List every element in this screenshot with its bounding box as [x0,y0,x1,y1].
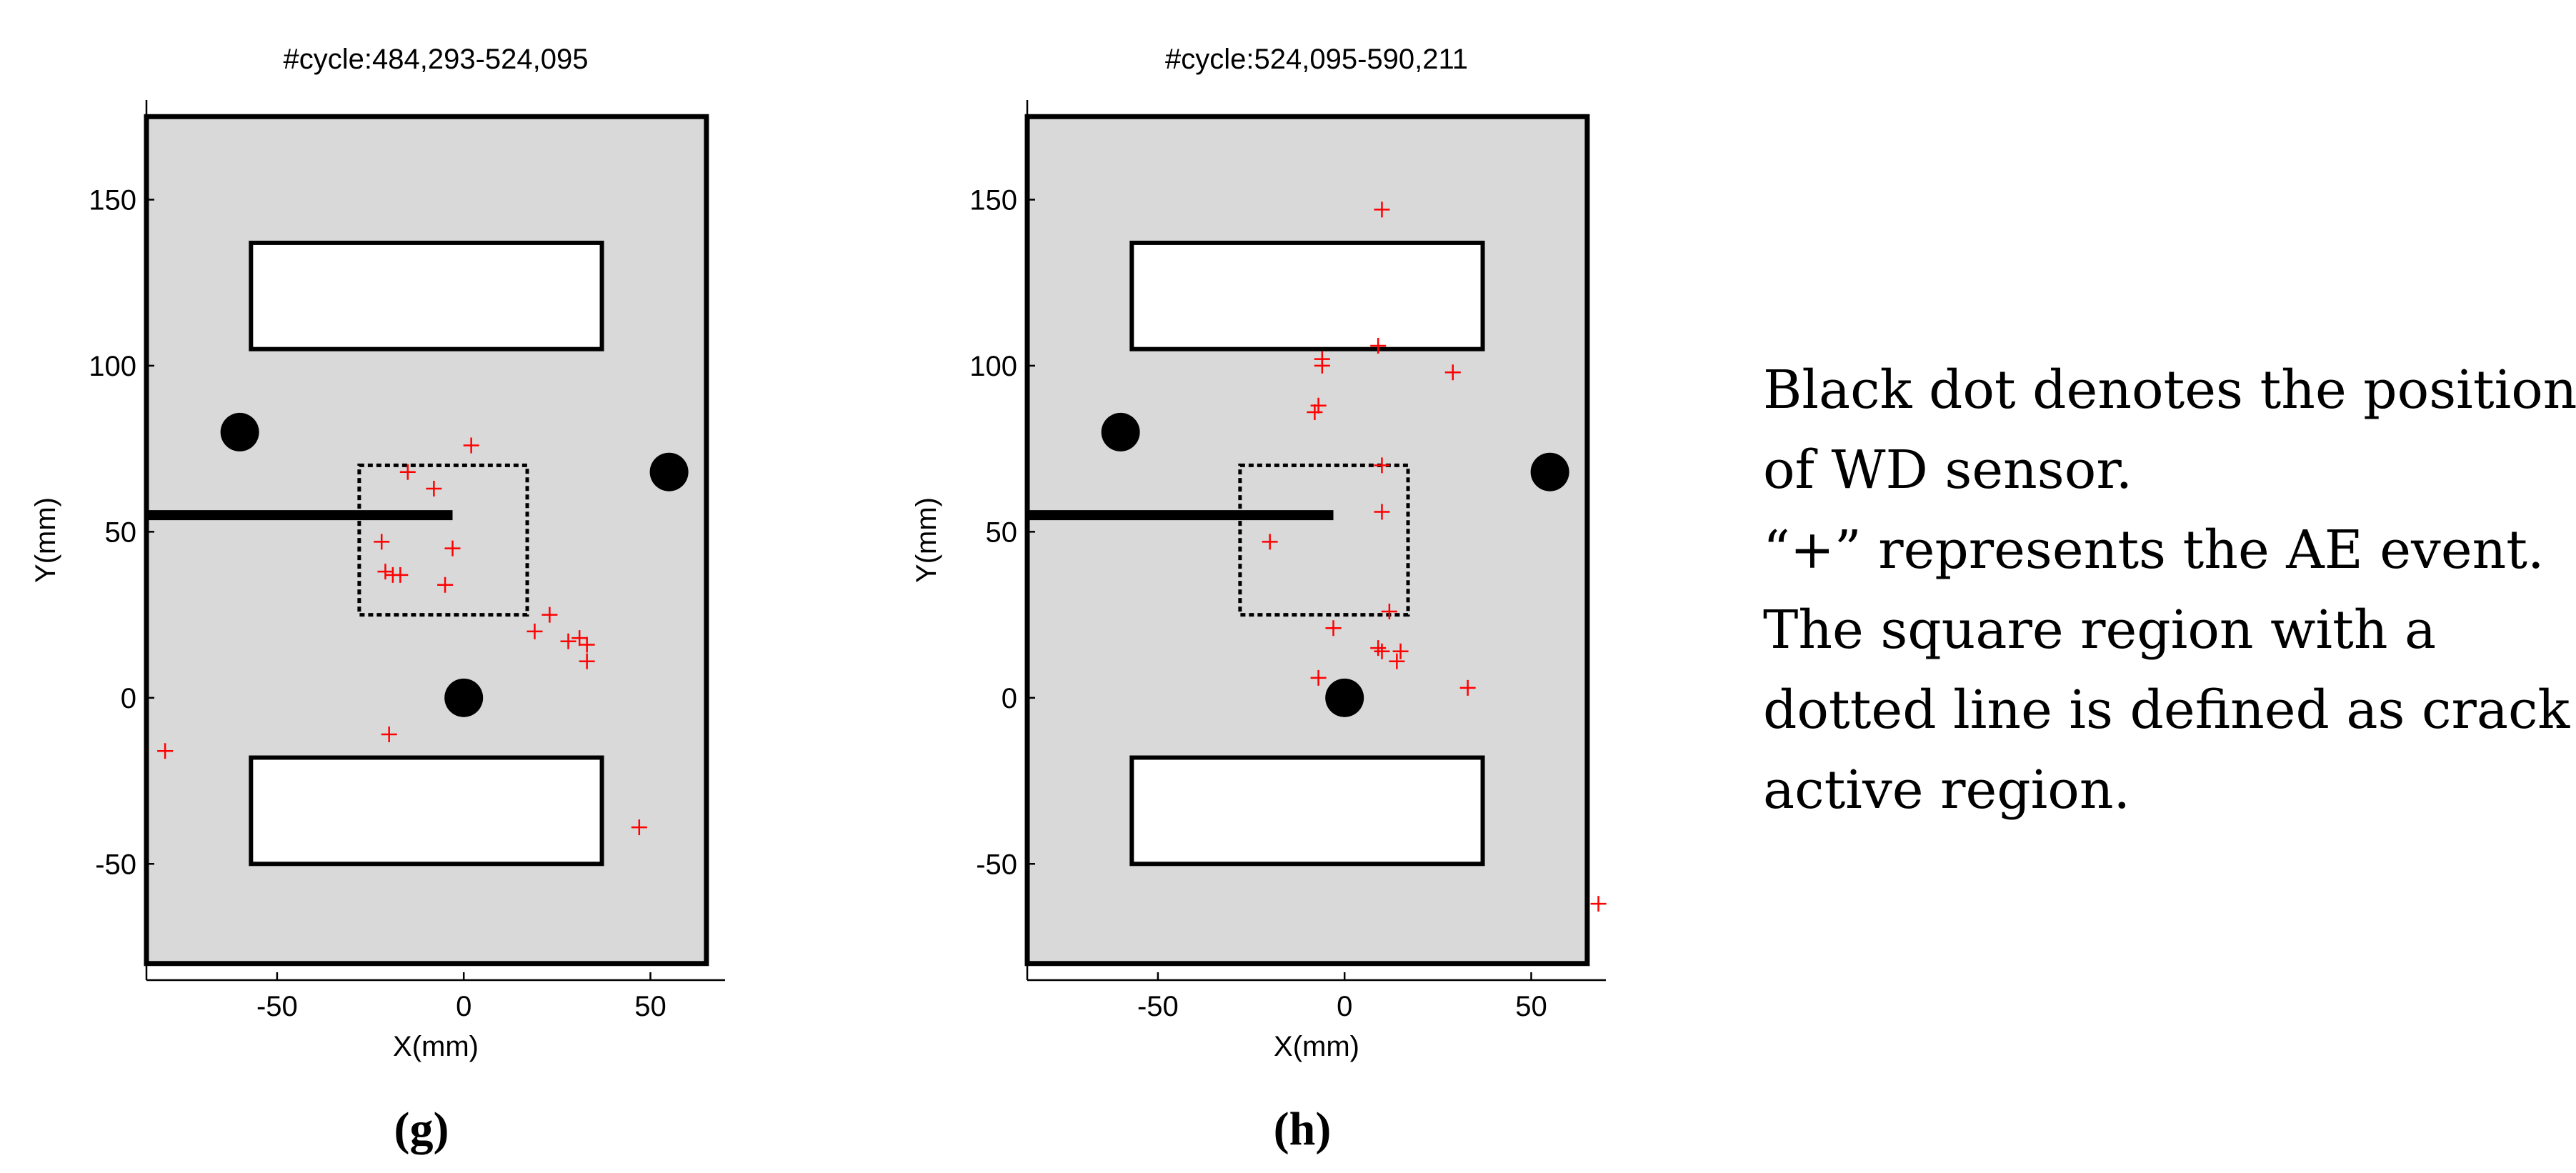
ae-event-marker [1370,640,1387,657]
ae-event-marker [541,607,558,623]
x-axis-label: X(mm) [393,1031,479,1062]
x-tick-label: 50 [634,991,667,1022]
panel-label: (h) [1274,1103,1332,1155]
ae-event-marker [426,480,442,496]
ae-event-marker [1459,679,1476,696]
ae-event-marker [1374,201,1390,218]
ae-event-marker [1374,643,1390,659]
specimen-hole [1129,755,1485,867]
ae-event-marker [1310,397,1327,414]
y-axis-label: Y(mm) [911,497,942,583]
sensor-dot [1325,678,1364,717]
ae-event-marker [1310,669,1327,686]
ae-event-marker [1374,504,1390,520]
specimen-hole [249,240,604,351]
ae-event-marker [392,566,409,583]
ae-event-marker [560,633,576,649]
ae-event-marker [1374,457,1390,474]
ae-event-marker [1444,364,1461,381]
y-tick-label: -50 [976,849,1017,880]
ae-event-marker [377,564,394,580]
legend-note-line: active region. [1763,759,2131,821]
ae-event-marker [374,534,390,550]
sensor-dot [444,678,484,717]
sensor-dot [649,452,689,491]
y-tick-label: 100 [969,351,1017,382]
ae-event-marker [1325,620,1342,637]
legend-note-line: The square region with a [1763,599,2437,661]
specimen-hole [1129,240,1485,351]
x-tick-label: -50 [1137,991,1179,1022]
x-axis-label: X(mm) [1274,1031,1359,1062]
legend-note-line: dotted line is defined as crack [1763,679,2570,741]
y-axis-label: Y(mm) [30,497,61,583]
ae-event-marker [579,653,595,669]
sensor-dot [1101,412,1140,451]
ae-event-marker [157,743,174,759]
panel-h: -50 0 50 100 150 -50 0 50 #cycle:524,095-590,211… [911,44,1607,1155]
ae-event-marker [1314,357,1330,374]
ae-event-marker [1307,404,1323,421]
ae-event-marker [1370,338,1387,354]
panel-label: (g) [394,1103,449,1155]
x-tick-label: -50 [256,991,298,1022]
chart-title: #cycle:484,293-524,095 [284,44,589,75]
chart-title: #cycle:524,095-590,211 [1165,44,1468,75]
y-tick-label: 50 [986,516,1018,548]
y-tick-label: 150 [969,184,1017,216]
ae-event-marker [1389,653,1405,669]
x-tick-label: 0 [456,991,471,1022]
y-tick-label: 0 [121,683,136,714]
ae-event-marker [1381,603,1397,619]
ae-event-marker [437,576,454,593]
ae-event-marker [579,637,595,653]
x-tick-label: 0 [1337,991,1352,1022]
y-tick-label: 0 [1002,683,1017,714]
crack-active-region [357,463,529,617]
ae-event-marker [381,726,397,742]
y-tick-label: 150 [89,184,136,216]
legend-note-line: Black dot denotes the position [1763,359,2576,421]
legend-note-line: “+” represents the AE event. [1763,519,2545,581]
ae-event-marker [571,630,588,647]
ae-event-marker [463,437,479,454]
ae-event-marker [631,819,647,836]
x-tick-label: 50 [1515,991,1547,1022]
legend-note: Black dot denotes the position of WD sen… [1763,350,2576,830]
ae-event-marker [1262,534,1278,550]
y-tick-label: 100 [89,351,136,382]
ae-event-marker [1392,643,1409,659]
crack-active-region [1238,463,1410,617]
ae-event-marker [444,540,461,556]
y-tick-label: 50 [105,516,137,548]
ae-event-marker [399,464,416,480]
sensor-dot [1530,452,1569,491]
ae-event-marker [526,623,543,639]
y-tick-label: -50 [95,849,136,880]
ae-event-marker [1590,896,1607,912]
panel-g: -50 0 50 100 150 -50 0 50 #cycle:484,293-524,095… [30,44,725,1155]
sensor-dot [220,412,259,451]
legend-note-line: of WD sensor. [1763,439,2133,501]
specimen-hole [249,755,604,867]
